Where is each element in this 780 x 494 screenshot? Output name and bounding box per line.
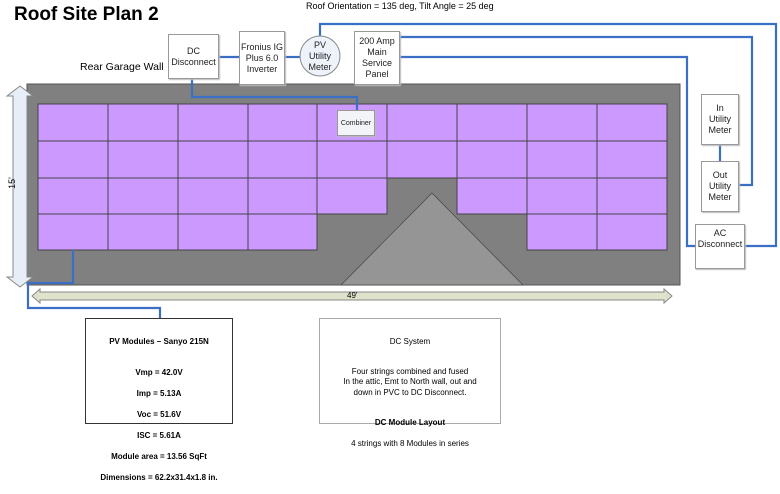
in-utility-meter: In Utility Meter xyxy=(701,94,739,145)
solar-panel xyxy=(526,140,598,179)
dc-layout-heading: DC Module Layout xyxy=(374,417,446,427)
pv-utility-meter: PV Utility Meter xyxy=(308,39,332,72)
solar-panel xyxy=(316,140,388,179)
modules-heading: PV Modules – Sanyo 215N xyxy=(109,336,209,346)
solar-panel xyxy=(386,103,458,142)
spec-isc: ISC = 5.61A xyxy=(137,430,181,440)
solar-panel xyxy=(247,213,318,251)
solar-panel xyxy=(177,140,249,179)
solar-panel xyxy=(596,103,668,142)
spec-voc: Voc = 51.6V xyxy=(136,409,182,419)
panel-array xyxy=(37,103,668,251)
height-label: 15' xyxy=(6,177,17,189)
spec-vmp: Vmp = 42.0V xyxy=(135,367,183,377)
solar-panel xyxy=(386,140,458,179)
spec-area: Module area = 13.56 SqFt xyxy=(111,451,207,461)
solar-panel xyxy=(107,177,179,215)
roof-diagram xyxy=(5,22,778,318)
solar-panel xyxy=(247,140,318,179)
solar-panel xyxy=(526,213,598,251)
width-arrow xyxy=(31,287,673,305)
main-service-panel: 200 Amp Main Service Panel xyxy=(354,31,400,85)
spec-imp: Imp = 5.13A xyxy=(136,388,182,398)
solar-panel xyxy=(456,103,528,142)
solar-panel xyxy=(526,103,598,142)
spec-dimensions: Dimensions = 62.2x31.4x1.8 in. xyxy=(100,472,218,482)
dc-system-heading: DC System xyxy=(389,336,431,346)
solar-panel xyxy=(37,140,109,179)
pv-modules-info: PV Modules – Sanyo 215N Vmp = 42.0V Imp … xyxy=(85,318,233,482)
solar-panel xyxy=(456,177,528,215)
solar-panel xyxy=(526,177,598,215)
rear-garage-wall-label: Rear Garage Wall xyxy=(80,61,164,73)
solar-panel xyxy=(37,103,109,142)
solar-panel xyxy=(456,140,528,179)
width-label: 49' xyxy=(347,291,358,300)
solar-panel xyxy=(107,103,179,142)
solar-panel xyxy=(316,177,388,215)
combiner: Combiner xyxy=(337,110,375,136)
wiring xyxy=(26,22,778,318)
solar-panel xyxy=(177,177,249,215)
dc-system-text: Four strings combined and fused In the a… xyxy=(343,366,477,397)
pv-utility-meter-circle xyxy=(299,35,341,77)
solar-panel xyxy=(37,213,109,251)
solar-panel xyxy=(247,103,318,142)
solar-panel xyxy=(247,177,318,215)
solar-panel xyxy=(177,213,249,251)
dc-disconnect: DC Disconnect xyxy=(168,34,219,79)
solar-panel xyxy=(37,177,109,215)
solar-panel xyxy=(596,140,668,179)
ac-disconnect: AC Disconnect xyxy=(695,224,745,269)
solar-panel xyxy=(177,103,249,142)
solar-panel xyxy=(107,213,179,251)
height-arrow xyxy=(5,85,35,288)
dc-layout-text: 4 strings with 8 Modules in series xyxy=(351,438,469,448)
page-title: Roof Site Plan 2 xyxy=(14,4,159,25)
roof-orientation: Roof Orientation = 135 deg, Tilt Angle =… xyxy=(306,1,494,11)
solar-panel xyxy=(107,140,179,179)
solar-panel xyxy=(596,213,668,251)
inverter: Fronius IG Plus 6.0 Inverter xyxy=(239,31,285,85)
roof-gable xyxy=(340,192,524,286)
dc-system-info: DC System Four strings combined and fuse… xyxy=(319,318,501,448)
out-utility-meter: Out Utility Meter xyxy=(701,161,739,212)
solar-panel xyxy=(596,177,668,215)
